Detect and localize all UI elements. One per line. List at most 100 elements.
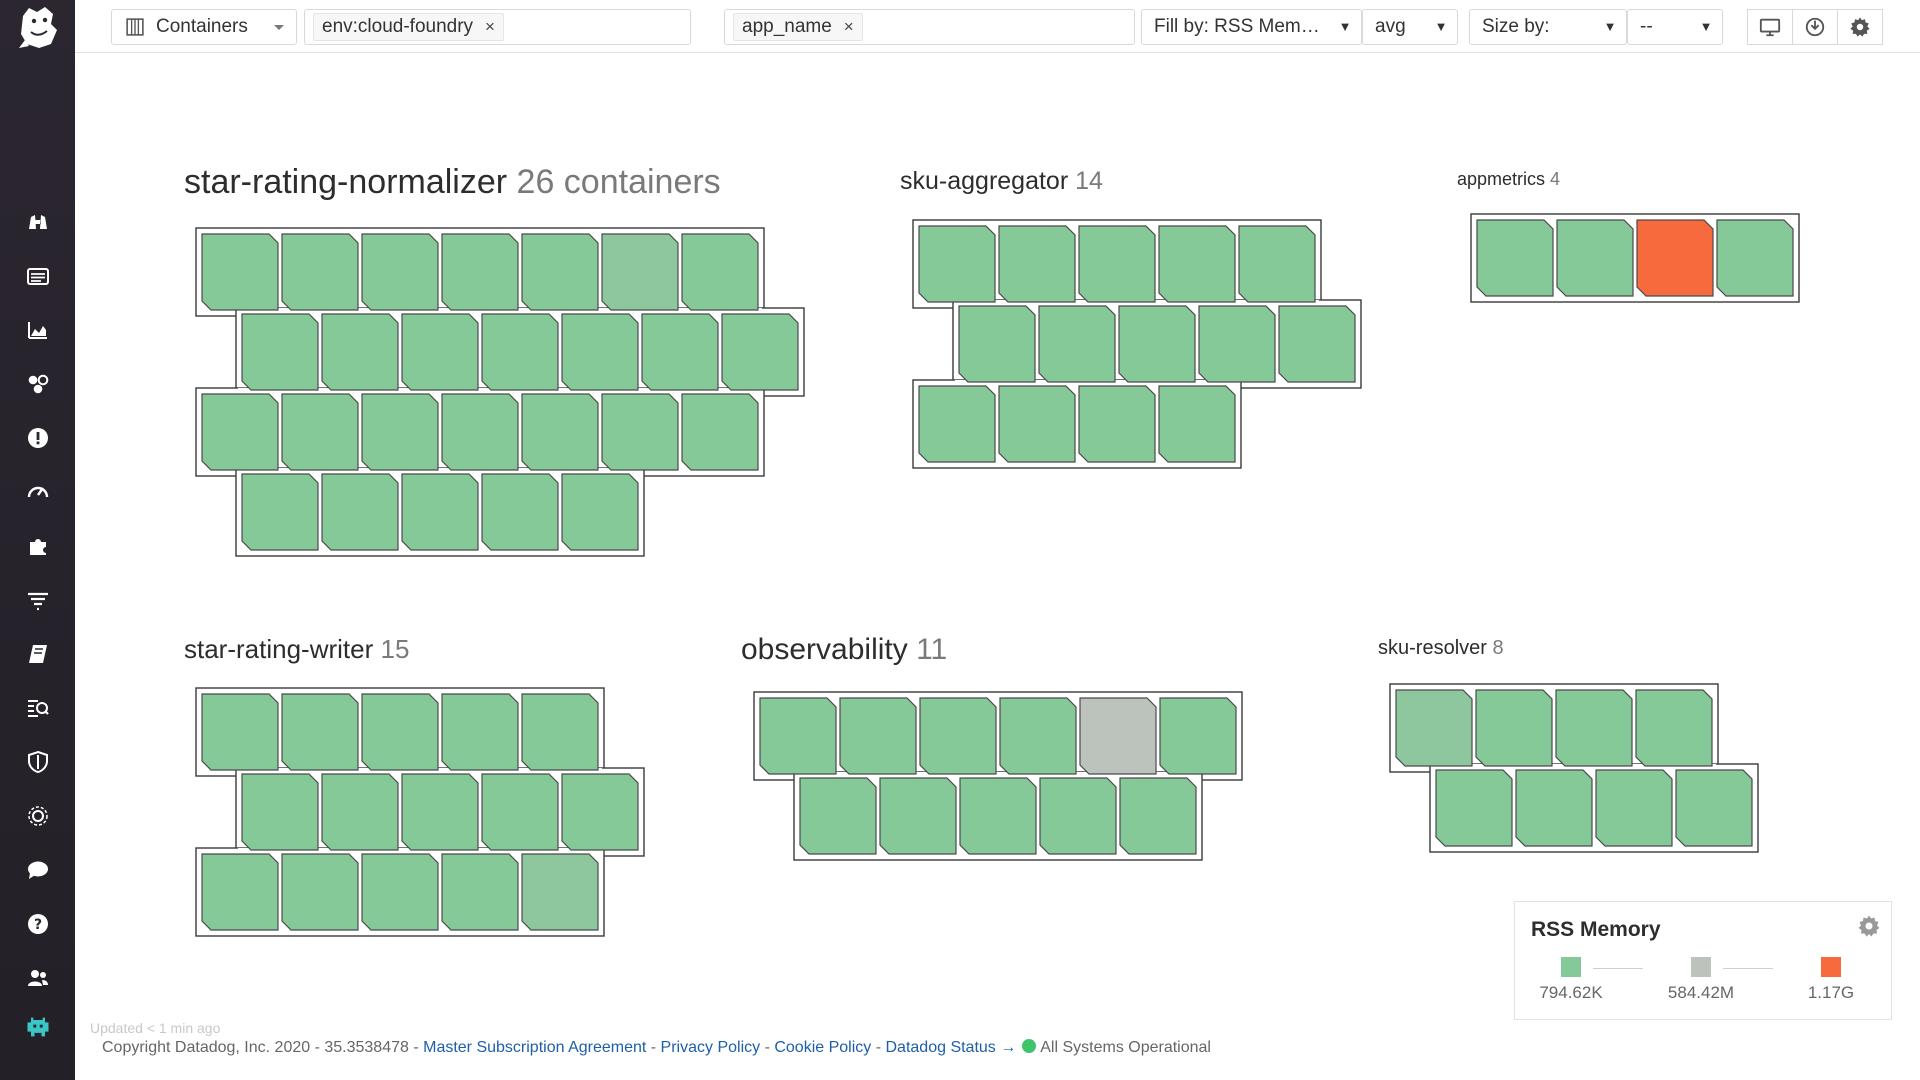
container-tile[interactable] [441,853,519,931]
container-tile[interactable] [441,233,519,311]
container-tile[interactable] [481,313,559,391]
nav-apm[interactable] [0,465,75,519]
container-tile[interactable] [681,233,759,311]
nav-hostmap[interactable] [0,357,75,411]
container-tile[interactable] [1475,689,1553,767]
container-tile[interactable] [241,473,319,551]
msa-link[interactable]: Master Subscription Agreement [423,1039,647,1056]
container-tile[interactable] [1038,305,1116,383]
container-tile[interactable] [641,313,719,391]
container-tile[interactable] [958,305,1036,383]
nav-user-account[interactable] [0,1000,75,1054]
nav-monitors[interactable] [0,411,75,465]
group-title-sku-resolver[interactable]: sku-resolver 8 [1378,637,1504,660]
nav-chat[interactable] [0,843,75,897]
container-tile[interactable] [879,777,957,855]
container-tile[interactable] [521,853,599,931]
group-title-appmetrics[interactable]: appmetrics 4 [1457,169,1560,190]
nav-synthetics[interactable] [0,789,75,843]
container-tile[interactable] [201,393,279,471]
container-tile[interactable] [321,773,399,851]
nav-security-signals[interactable] [0,681,75,735]
cookie-link[interactable]: Cookie Policy [774,1039,872,1056]
container-tile[interactable] [959,777,1037,855]
fill-by-select[interactable]: Fill by: RSS Mem… ▼ [1141,9,1362,45]
container-tile[interactable] [401,313,479,391]
nav-team[interactable] [0,951,75,1005]
container-tile[interactable] [1635,689,1713,767]
container-tile[interactable] [241,773,319,851]
container-tile[interactable] [281,393,359,471]
container-tile[interactable] [1555,689,1633,767]
size-aggregation-select[interactable]: -- ▼ [1627,9,1723,45]
nav-logs[interactable] [0,249,75,303]
container-tile[interactable] [441,693,519,771]
nav-security[interactable] [0,735,75,789]
size-by-select[interactable]: Size by: ▼ [1469,9,1627,45]
container-tile[interactable] [401,773,479,851]
group-title-star-rating-writer[interactable]: star-rating-writer 15 [184,634,409,665]
nav-dashboards[interactable] [0,303,75,357]
remove-filter-tag-icon[interactable]: × [485,17,495,36]
container-tile[interactable] [201,233,279,311]
container-tile[interactable] [281,233,359,311]
group-title-observability[interactable]: observability 11 [741,633,947,667]
container-tile[interactable] [561,473,639,551]
container-tile[interactable] [1119,777,1197,855]
container-tile[interactable] [919,697,997,775]
nav-infrastructure[interactable] [0,195,75,249]
container-tile[interactable] [918,385,996,463]
container-tile[interactable] [1556,219,1634,297]
container-tile[interactable] [759,697,837,775]
container-tile[interactable] [1595,769,1673,847]
container-tile[interactable] [1078,385,1156,463]
container-tile[interactable] [601,393,679,471]
container-tile[interactable] [1158,225,1236,303]
container-tile[interactable] [281,693,359,771]
settings-button[interactable] [1837,9,1883,45]
container-tile[interactable] [1198,305,1276,383]
container-tile[interactable] [521,693,599,771]
container-tile[interactable] [481,473,559,551]
status-link[interactable]: Datadog Status → [885,1039,1017,1056]
container-tile[interactable] [998,225,1076,303]
container-tile[interactable] [1078,225,1156,303]
export-button[interactable] [1792,9,1838,45]
legend-gear-icon[interactable] [1857,914,1881,938]
container-tile[interactable] [1278,305,1356,383]
container-tile[interactable] [441,393,519,471]
container-tile[interactable] [241,313,319,391]
container-tile[interactable] [799,777,877,855]
container-tile[interactable] [1476,219,1554,297]
container-tile[interactable] [1039,777,1117,855]
container-tile[interactable] [1515,769,1593,847]
container-tile[interactable] [1159,697,1237,775]
view-type-select[interactable]: Containers [111,9,297,45]
container-tile[interactable] [401,473,479,551]
remove-group-tag-icon[interactable]: × [843,17,854,36]
nav-integrations[interactable] [0,519,75,573]
container-tile[interactable] [1716,219,1794,297]
datadog-logo-icon[interactable] [17,4,59,50]
container-tile[interactable] [321,473,399,551]
container-tile[interactable] [561,313,639,391]
container-tile[interactable] [681,393,759,471]
group-title-star-rating-normalizer[interactable]: star-rating-normalizer 26 containers [184,163,721,202]
container-tile[interactable] [201,693,279,771]
container-tile[interactable] [1395,689,1473,767]
container-tile[interactable] [1158,385,1236,463]
container-tile[interactable] [321,313,399,391]
container-tile[interactable] [481,773,559,851]
container-tile[interactable] [361,393,439,471]
group-title-sku-aggregator[interactable]: sku-aggregator 14 [900,167,1103,196]
filter-input[interactable]: env:cloud-foundry × [304,9,691,45]
container-tile[interactable] [361,693,439,771]
nav-help[interactable]: ? [0,897,75,951]
container-tile[interactable] [721,313,799,391]
container-tile[interactable] [1435,769,1513,847]
container-tile[interactable] [1636,219,1714,297]
fill-aggregation-select[interactable]: avg ▼ [1362,9,1458,45]
container-tile[interactable] [999,697,1077,775]
container-tile[interactable] [601,233,679,311]
container-tile[interactable] [998,385,1076,463]
